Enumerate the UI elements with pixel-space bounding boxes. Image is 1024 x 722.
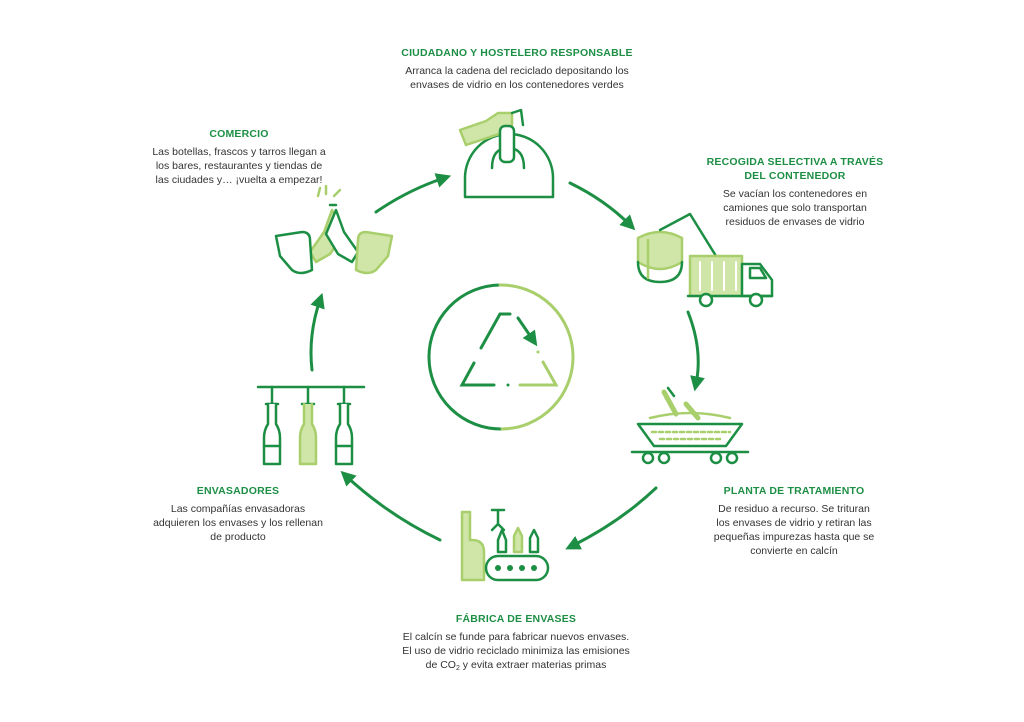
stage-description: Arranca la cadena del reciclado deposita… xyxy=(372,64,662,92)
stage-title: CIUDADANO Y HOSTELERO RESPONSABLE xyxy=(401,47,633,59)
stage-title: RECOGIDA SELECTIVA A TRAVÉS DEL CONTENED… xyxy=(696,155,894,183)
hand-bottle-deposit-icon xyxy=(458,108,555,199)
stage-title: PLANTA DE TRATAMIENTO xyxy=(723,485,865,497)
description-line: los envases de vidrio y retiran las xyxy=(716,517,872,529)
stage-description: Las botellas, frascos y tarros llegan a … xyxy=(134,145,344,187)
factory-conveyor-icon xyxy=(460,508,550,582)
description-line: pequeñas impurezas hasta que se xyxy=(713,531,875,543)
stage-comercio: COMERCIO Las botellas, frascos y tarros … xyxy=(134,127,344,187)
co2-post: y evita extraer materias primas xyxy=(459,659,607,671)
stage-description: De residuo a recurso. Se trituran los en… xyxy=(696,502,892,558)
description-line: de producto xyxy=(210,531,266,543)
arrow-planta-to-fabrica xyxy=(565,486,658,550)
bottles-cheers-icon xyxy=(274,184,394,275)
arrow-fabrica-to-envasadores xyxy=(340,470,442,542)
description-line: Arranca la cadena del reciclado deposita… xyxy=(405,65,629,77)
arrow-ciudadano-to-recogida xyxy=(568,181,636,231)
description-line: los bares, restaurantes y tiendas de xyxy=(155,160,323,172)
description-line-co2: de CO2 y evita extraer materias primas xyxy=(366,658,666,676)
stage-recogida: RECOGIDA SELECTIVA A TRAVÉS DEL CONTENED… xyxy=(696,155,894,229)
stage-ciudadano: CIUDADANO Y HOSTELERO RESPONSABLE Arranc… xyxy=(372,46,662,92)
co2-pre: de CO xyxy=(425,659,456,671)
description-line: De residuo a recurso. Se trituran xyxy=(718,503,870,515)
recycling-truck-icon xyxy=(636,212,774,308)
bottling-line-icon xyxy=(256,385,366,466)
stage-title: ENVASADORES xyxy=(196,485,280,497)
arrow-envasadores-to-comercio xyxy=(309,292,325,372)
treatment-plant-cart-icon xyxy=(630,386,750,465)
description-line: convierte en calcín xyxy=(750,545,838,557)
stage-fabrica: FÁBRICA DE ENVASES El calcín se funde pa… xyxy=(366,612,666,676)
description-line: adquieren los envases y los rellenan xyxy=(153,517,323,529)
arrow-comercio-to-ciudadano xyxy=(374,173,452,214)
title-line: RECOGIDA SELECTIVA A TRAVÉS xyxy=(706,156,884,168)
recycle-triangle-icon xyxy=(427,283,575,431)
description-line: El uso de vidrio reciclado minimiza las … xyxy=(402,645,630,657)
stage-planta: PLANTA DE TRATAMIENTO De residuo a recur… xyxy=(696,484,892,558)
description-line: residuos de envases de vidrio xyxy=(725,216,865,228)
description-line: las ciudades y… ¡vuelta a empezar! xyxy=(155,174,323,186)
co2-subscript: 2 xyxy=(455,665,460,672)
description-line: Las botellas, frascos y tarros llegan a xyxy=(152,146,326,158)
stage-envasadores: ENVASADORES Las compañías envasadoras ad… xyxy=(128,484,348,544)
stage-title: COMERCIO xyxy=(209,128,269,140)
description-line: El calcín se funde para fabricar nuevos … xyxy=(402,631,630,643)
description-line: envases de vidrio en los contenedores ve… xyxy=(410,79,624,91)
stage-description: Se vacían los contenedores en camiones q… xyxy=(696,187,894,229)
stage-description: Las compañías envasadoras adquieren los … xyxy=(128,502,348,544)
title-line: DEL CONTENEDOR xyxy=(744,170,846,182)
arrow-recogida-to-planta xyxy=(686,310,705,392)
stage-title: FÁBRICA DE ENVASES xyxy=(455,613,577,625)
description-line: Las compañías envasadoras xyxy=(170,503,306,515)
description-line: Se vacían los contenedores en xyxy=(722,188,868,200)
cycle-arrows xyxy=(309,173,705,550)
description-line: camiones que solo transportan xyxy=(723,202,867,214)
stage-description: El calcín se funde para fabricar nuevos … xyxy=(366,630,666,676)
